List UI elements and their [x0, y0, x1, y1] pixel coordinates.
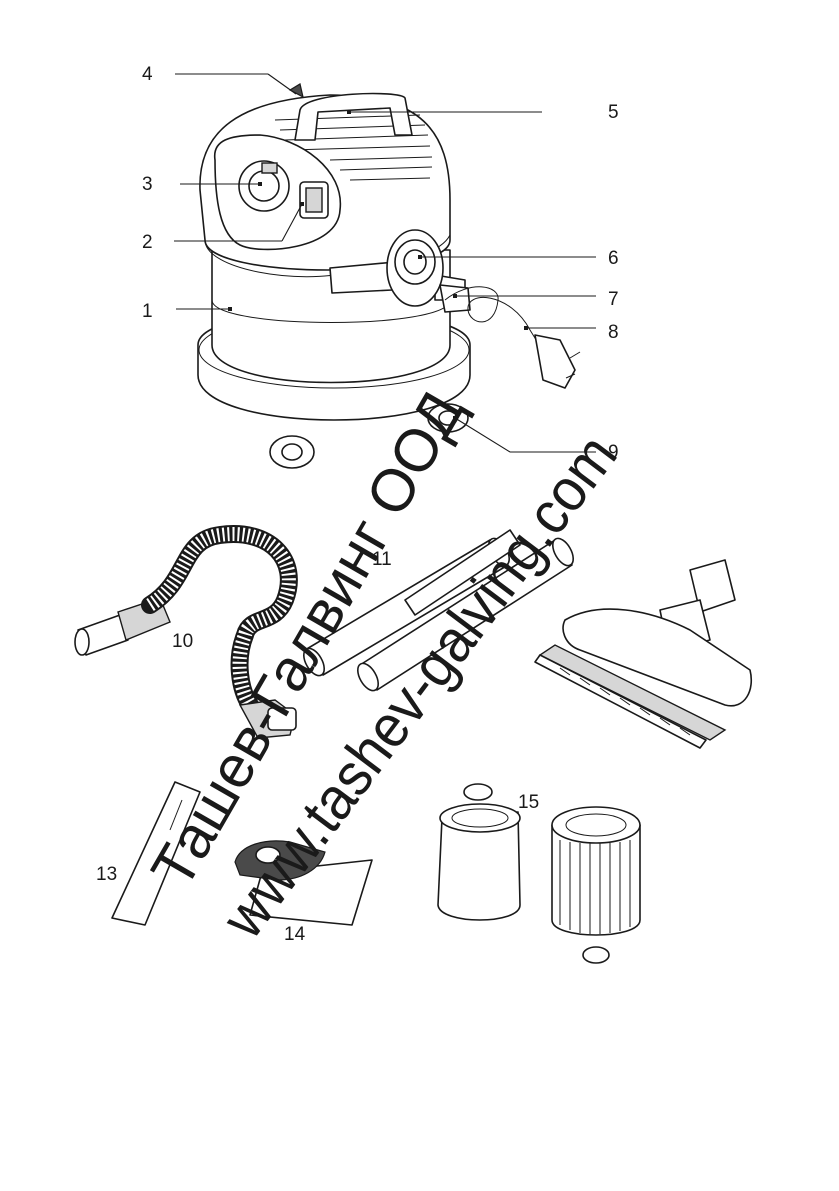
callout-label-10: 10	[172, 631, 193, 652]
callout-label-15: 15	[518, 792, 539, 813]
callout-label-8: 8	[608, 322, 619, 343]
cartridge-filter	[552, 807, 640, 963]
castor-wheel-left	[270, 436, 314, 468]
callout-label-7: 7	[608, 289, 619, 310]
floor-nozzle	[535, 560, 751, 748]
paper-filter-bag	[438, 784, 520, 920]
callout-label-1: 1	[142, 301, 153, 322]
callout-label-6: 6	[608, 248, 619, 269]
blow-out-port	[387, 230, 443, 306]
suction-port	[239, 161, 289, 211]
callout-label-13: 13	[96, 864, 117, 885]
callout-label-2: 2	[142, 232, 153, 253]
vacuum-cleaner-illustration	[174, 74, 596, 468]
callout-label-14: 14	[284, 924, 306, 945]
power-switch	[300, 182, 328, 218]
callout-label-3: 3	[142, 174, 153, 195]
callout-label-4: 4	[142, 64, 153, 85]
callout-label-5: 5	[608, 102, 619, 123]
